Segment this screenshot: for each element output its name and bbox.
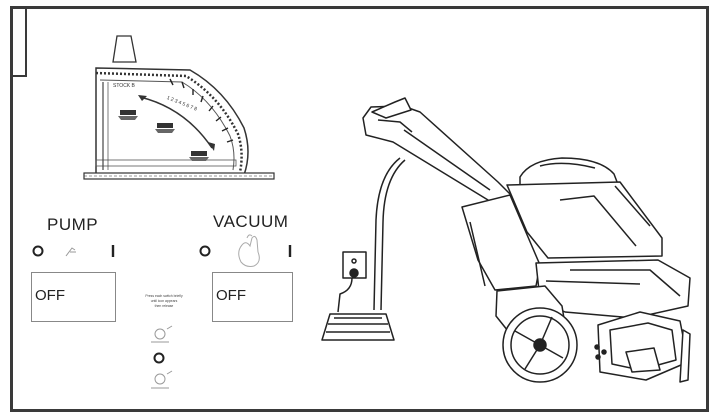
vacuum-display-text: OFF: [216, 287, 246, 304]
vacuum-title: VACUUM: [213, 212, 289, 231]
center-note: Press each switch briefly until icon app…: [132, 294, 196, 309]
center-note-line-3: then release: [154, 304, 174, 308]
gauge-header-text: STOCK B: [113, 83, 135, 89]
center-spray-icon-bottom: [151, 370, 173, 389]
vacuum-display-panel: OFF: [212, 272, 293, 322]
manual-figure-frame: [10, 6, 709, 412]
corner-tab: [13, 9, 27, 77]
center-spray-icon-top: [151, 325, 173, 343]
center-note-line-2: until icon appears: [150, 299, 178, 303]
pump-indicator-icon: [32, 245, 44, 257]
center-indicator-circle-icon: [153, 352, 165, 364]
pump-display-text: OFF: [35, 287, 65, 304]
vacuum-indicator-icon: [199, 245, 211, 257]
level-icon-1: [118, 110, 138, 120]
pump-title: PUMP: [47, 215, 99, 234]
pump-spray-icon: [65, 247, 76, 257]
center-note-line-1: Press each switch briefly: [145, 294, 183, 298]
pump-display-panel: OFF: [31, 272, 116, 322]
level-icon-3: [189, 151, 209, 161]
level-icon-2: [155, 123, 175, 133]
vacuum-hand-icon: [238, 234, 260, 267]
